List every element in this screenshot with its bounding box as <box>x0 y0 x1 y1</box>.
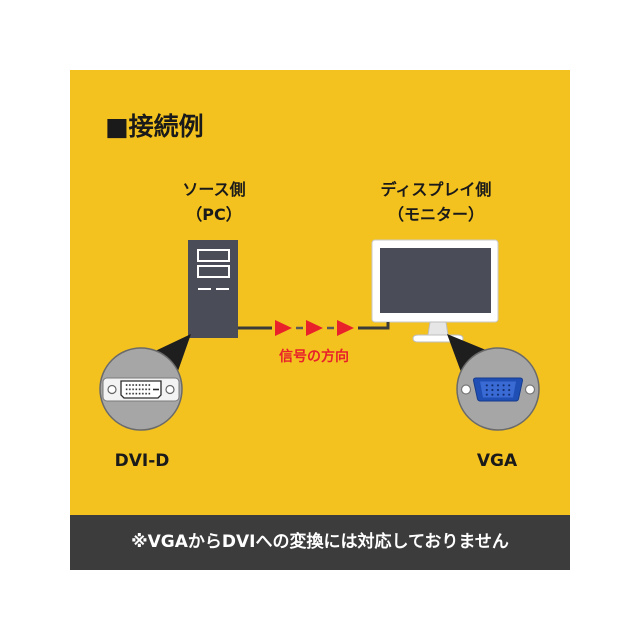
signal-arrow-icon <box>275 320 292 336</box>
callout-pointer <box>153 334 191 371</box>
display-sublabel: （モニター） <box>387 205 485 224</box>
pc-tower-icon <box>188 240 238 338</box>
cable-segment-display <box>358 322 390 330</box>
pc-tower-body <box>188 240 238 338</box>
note-bar <box>70 515 570 570</box>
pin-grid <box>484 383 512 397</box>
screw-hole <box>107 384 117 395</box>
callout-pointer <box>447 334 486 372</box>
dvi-d-callout <box>99 334 191 431</box>
source-sublabel: （PC） <box>186 205 242 224</box>
vga-callout <box>447 334 540 431</box>
compatibility-note: ※VGAからDVIへの変換には対応しておりません <box>131 532 509 552</box>
source-label: ソース側 <box>182 180 246 199</box>
monitor-stand-neck <box>427 321 449 336</box>
screw-hole <box>460 384 472 395</box>
display-label: ディスプレイ側 <box>380 180 492 199</box>
signal-direction-label: 信号の方向 <box>279 349 349 365</box>
screw-hole <box>524 384 536 395</box>
page-title: ■接続例 <box>105 112 204 141</box>
dvi-d-port-icon <box>102 377 180 402</box>
screw-hole <box>165 384 175 395</box>
signal-path <box>238 320 390 336</box>
pin-grid <box>125 383 151 396</box>
monitor-icon <box>371 239 499 343</box>
dvi-d-connector-label: DVI-D <box>114 451 170 471</box>
vga-connector-label: VGA <box>476 451 518 471</box>
drive-bay <box>197 265 230 278</box>
monitor-screen <box>380 248 491 313</box>
signal-arrow-icon <box>337 320 354 336</box>
vga-port-icon <box>460 377 536 402</box>
drive-bay <box>197 249 230 262</box>
signal-arrow-icon <box>306 320 323 336</box>
